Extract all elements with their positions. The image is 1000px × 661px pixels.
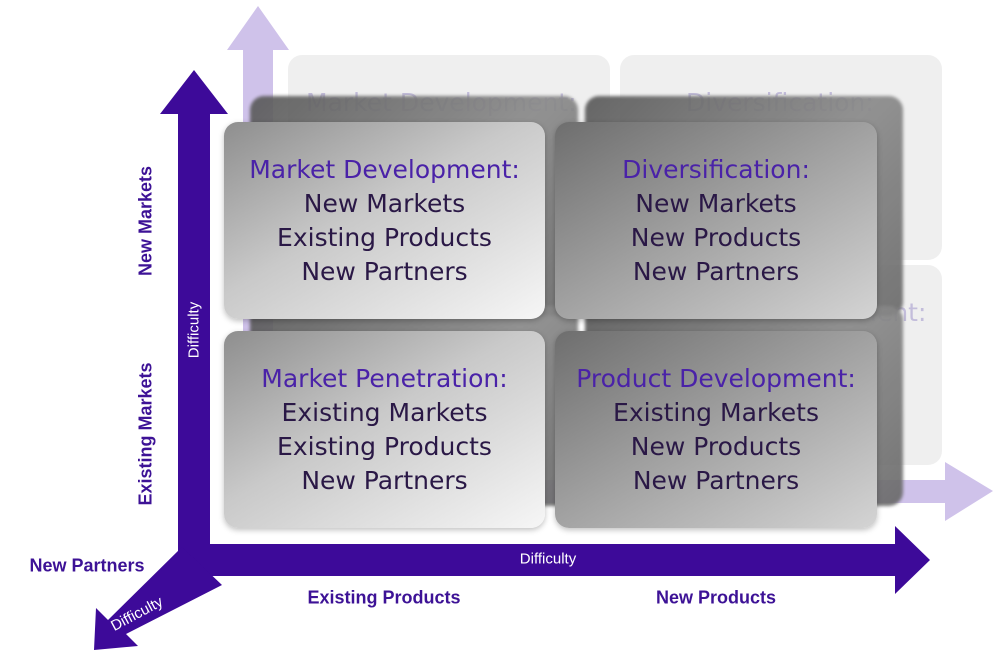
quadrant-line: Existing Markets: [281, 397, 488, 427]
quadrant-line: Existing Markets: [613, 397, 819, 427]
quadrant-market-development: Market Development: New Markets Existing…: [224, 122, 545, 319]
y-axis-label-existing-markets: Existing Markets: [135, 362, 156, 506]
quadrant-line: New Markets: [635, 188, 797, 218]
y-axis-arrow: [160, 70, 228, 576]
quadrant-line: Existing Products: [277, 222, 492, 252]
quadrant-line: New Products: [630, 222, 802, 252]
quadrant-line: New Partners: [301, 256, 468, 286]
x-axis-difficulty-label: Difficulty: [519, 550, 577, 568]
z-axis-label-new-partners: New Partners: [29, 555, 145, 576]
x-axis-label-existing-products: Existing Products: [307, 587, 461, 608]
quadrant-market-penetration: Market Penetration: Existing Markets Exi…: [224, 331, 545, 528]
x-axis-label-new-products: New Products: [655, 587, 777, 608]
quadrant-title: Market Penetration:: [261, 363, 508, 393]
quadrant-line: New Partners: [632, 465, 800, 495]
quadrant-title: Product Development:: [576, 363, 856, 393]
x-axis-arrow: [178, 526, 930, 594]
quadrant-line: New Products: [630, 431, 802, 461]
quadrant-line: New Markets: [303, 188, 466, 218]
quadrant-line: New Partners: [632, 256, 800, 286]
quadrant-line: Existing Products: [277, 431, 492, 461]
y-axis-label-new-markets: New Markets: [135, 165, 156, 277]
quadrant-product-development: Product Development: Existing Markets Ne…: [555, 331, 877, 528]
y-axis-difficulty-label: Difficulty: [185, 301, 203, 359]
quadrant-title: Diversification:: [622, 154, 810, 184]
z-axis-arrow: [94, 547, 222, 650]
quadrant-title: Market Development:: [249, 154, 520, 184]
quadrant-line: New Partners: [301, 465, 468, 495]
quadrant-diversification: Diversification: New Markets New Product…: [555, 122, 877, 319]
